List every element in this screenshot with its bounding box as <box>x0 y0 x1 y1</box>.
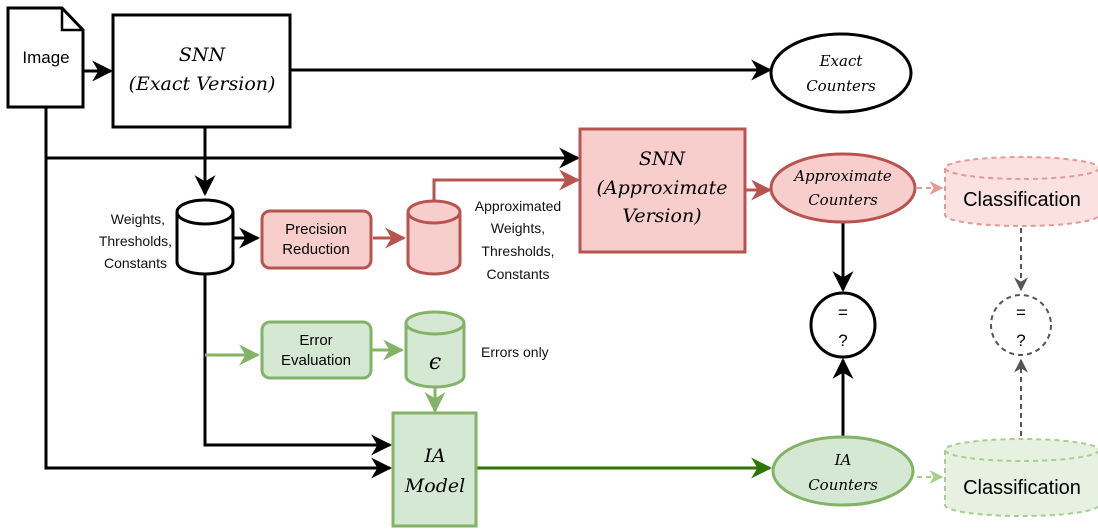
epsilon-label: ϵ <box>429 350 441 375</box>
precision-reduction-line2: Reduction <box>282 241 350 258</box>
image-label: Image <box>22 48 69 67</box>
classification-top-node: Classification <box>944 156 1098 227</box>
compare-solid-node: = ? <box>809 291 877 359</box>
weights-database <box>175 198 235 276</box>
classification-bottom-label: Classification <box>963 477 1081 499</box>
snn-approx-subtitle-1: (Approximate <box>597 177 728 199</box>
approx-counters-line1: Approximate <box>792 167 892 185</box>
snn-exact-subtitle: (Exact Version) <box>129 73 276 95</box>
classification-bottom-node: Classification <box>944 438 1098 517</box>
compare-solid-question: ? <box>838 331 847 350</box>
snn-exact-title: SNN <box>179 44 227 66</box>
compare-dashed-node: = ? <box>990 294 1052 356</box>
ia-counters-line1: IA <box>834 451 852 469</box>
weights-label-line2: Thresholds, <box>99 233 172 249</box>
exact-counters-line2: Counters <box>806 77 876 95</box>
compare-dashed-question: ? <box>1016 331 1025 350</box>
snn-exact-node: SNN (Exact Version) <box>111 13 292 129</box>
ia-model-node: IA Model <box>391 411 478 528</box>
approx-counters-node: Approximate Counters <box>769 152 917 224</box>
approx-weights-line3: Thresholds, <box>481 243 554 259</box>
document-icon <box>6 6 85 109</box>
approx-weights-line2: Weights, <box>491 220 545 236</box>
precision-reduction-node: Precision Reduction <box>260 209 373 270</box>
approx-counters-line2: Counters <box>808 191 878 209</box>
error-evaluation-line2: Evaluation <box>281 352 351 369</box>
classification-top-label: Classification <box>963 189 1081 211</box>
compare-solid-equals: = <box>838 303 848 322</box>
exact-counters-line1: Exact <box>819 52 864 70</box>
snn-approx-subtitle-2: Version) <box>622 205 701 227</box>
weights-label: Weights, Thresholds, Constants <box>99 211 172 271</box>
weights-label-line1: Weights, <box>111 211 165 227</box>
approx-weights-line1: Approximated <box>475 198 561 214</box>
edge-image-to-ia-model <box>44 108 393 479</box>
exact-counters-node: Exact Counters <box>769 32 913 114</box>
approx-weights-line4: Constants <box>486 266 549 282</box>
snn-approx-title: SNN <box>639 148 687 170</box>
epsilon-database: ϵ <box>404 310 466 389</box>
ia-counters-node: IA Counters <box>771 435 915 507</box>
edge-weights-to-ia-model <box>203 275 393 456</box>
edges <box>44 59 1028 484</box>
weights-label-line3: Constants <box>104 255 167 271</box>
precision-reduction-line1: Precision <box>285 221 347 238</box>
approx-weights-label: Approximated Weights, Thresholds, Consta… <box>475 198 561 282</box>
errors-only-label: Errors only <box>481 344 549 360</box>
snn-approx-node: SNN (Approximate Version) <box>578 127 747 254</box>
ia-counters-line2: Counters <box>808 476 878 494</box>
ia-model-line2: Model <box>404 475 465 497</box>
compare-dashed-equals: = <box>1016 303 1026 322</box>
approx-weights-database <box>406 199 462 276</box>
error-evaluation-line1: Error <box>299 332 332 349</box>
error-evaluation-node: Error Evaluation <box>260 320 373 380</box>
ia-model-line1: IA <box>423 445 445 467</box>
image-node: Image <box>6 6 85 109</box>
